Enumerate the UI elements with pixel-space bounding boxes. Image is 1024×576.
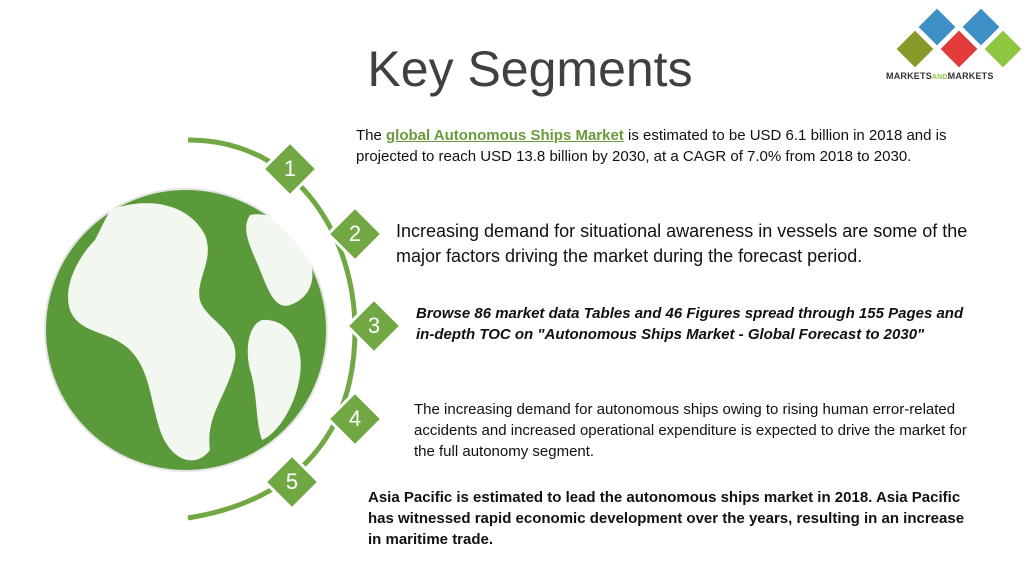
logo-diamond-blue-left	[918, 8, 956, 46]
segment-3-text: Browse 86 market data Tables and 46 Figu…	[416, 305, 964, 343]
step-badge-5	[263, 453, 321, 511]
step-number-1: 1	[283, 156, 297, 181]
logo-diamond-red	[940, 30, 978, 68]
logo-diamond-olive	[896, 30, 934, 68]
markets-and-markets-logo	[896, 8, 1022, 68]
step-number-3: 3	[367, 313, 381, 338]
logo-diamond-lime	[984, 30, 1022, 68]
step-number-4: 4	[348, 406, 362, 431]
segment-4-text: The increasing demand for autonomous shi…	[414, 401, 967, 460]
globe-icon	[44, 188, 328, 472]
market-report-link[interactable]: global Autonomous Ships Market	[386, 127, 624, 144]
step-badge-3	[345, 297, 403, 355]
logo-diamond-blue-right	[962, 8, 1000, 46]
step-number-2: 2	[348, 221, 362, 246]
step-badge-1	[261, 140, 319, 198]
logo-wordmark: MARKETSANDMARKETS	[886, 71, 994, 81]
page-title: Key Segments	[367, 41, 693, 97]
step-badge-2	[326, 205, 384, 263]
segment-1-text: The global Autonomous Ships Market is es…	[356, 127, 947, 165]
step-badge-4	[326, 390, 384, 448]
segment-2-text: Increasing demand for situational awaren…	[396, 221, 968, 266]
step-number-5: 5	[285, 469, 299, 494]
segment-5-text: Asia Pacific is estimated to lead the au…	[368, 489, 965, 548]
